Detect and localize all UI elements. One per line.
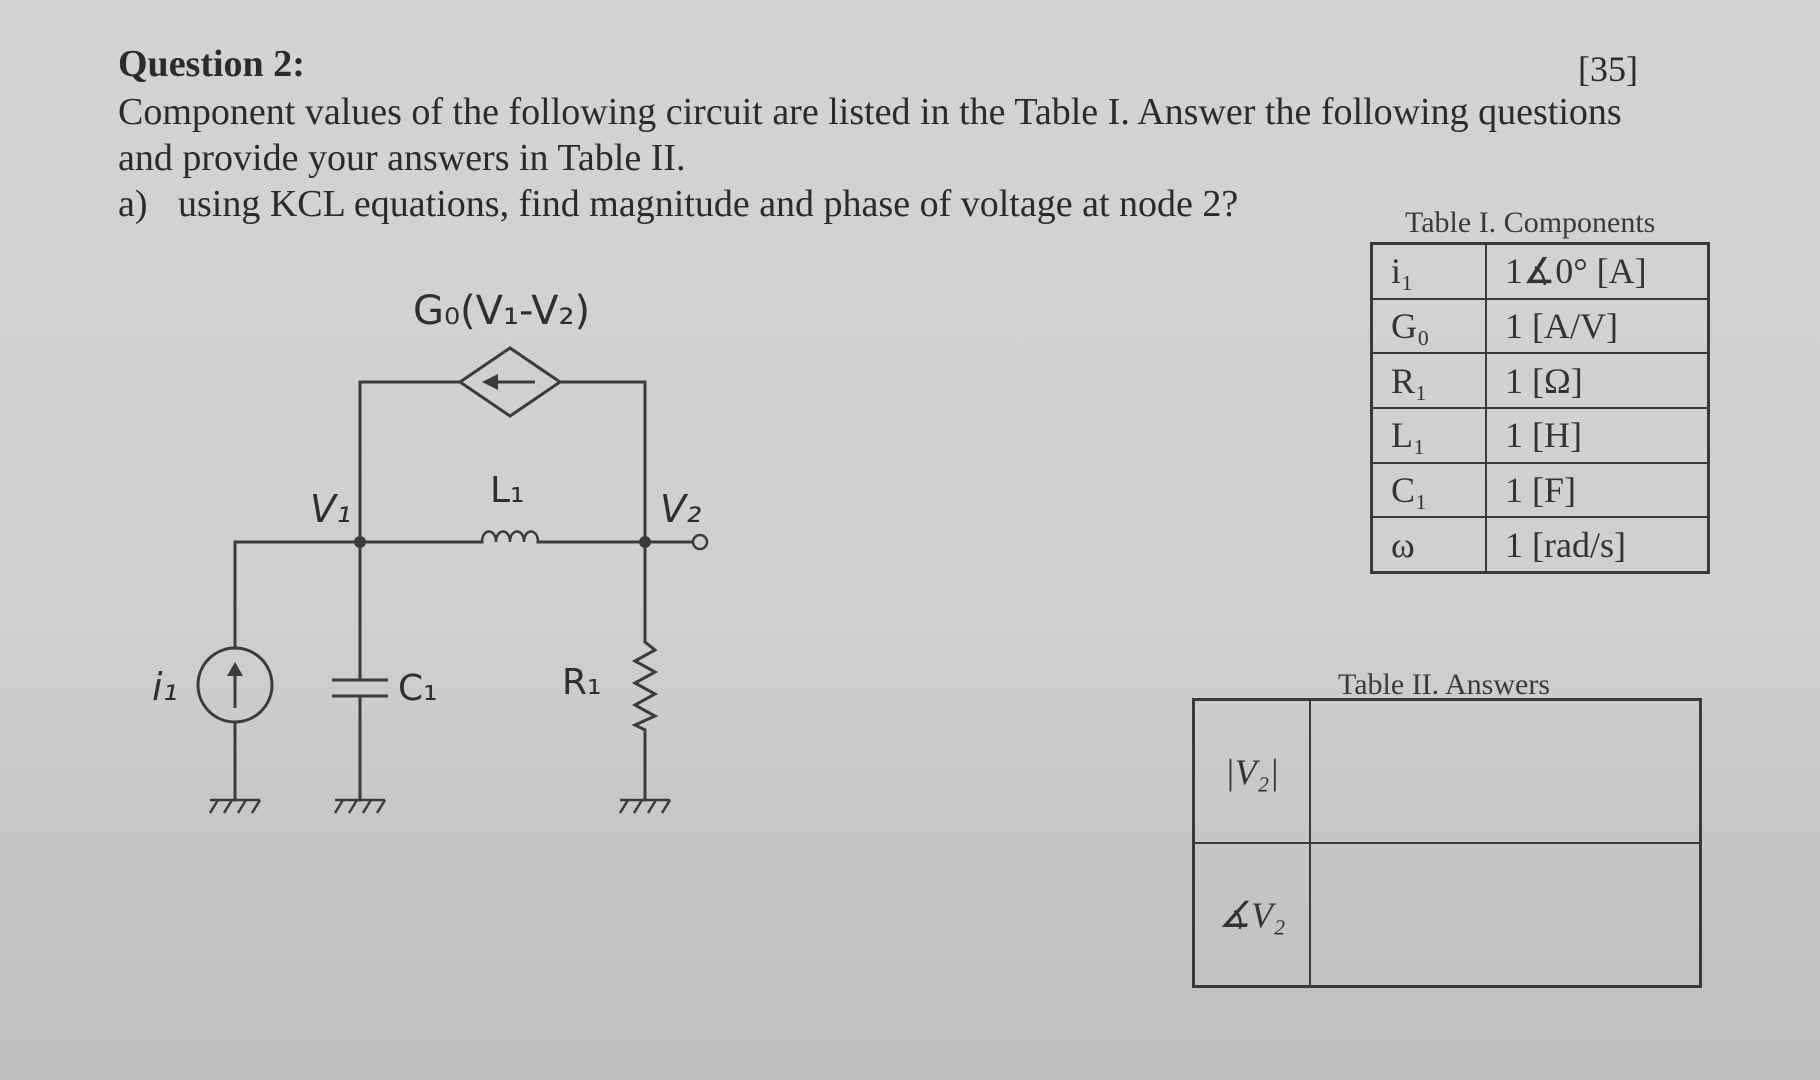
part-a-text: using KCL equations, find magnitude and … [178,183,1239,225]
resistor-label: R₁ [562,662,601,703]
table-1-caption: Table I. Components [1405,206,1656,239]
table-row: ∡V₂ [1192,842,1702,988]
table-1-symbol: C₁ [1370,461,1487,519]
table-1-symbol: L₁ [1370,406,1487,464]
table-2-caption: Table II. Answers [1338,668,1551,701]
node-2-label: V₂ [660,487,701,531]
question-title: Question 2: [118,43,305,85]
node-1-label: V₁ [310,487,351,531]
question-points: [35] [1578,49,1638,89]
inductor-symbol [480,530,540,543]
table-row: L₁ 1 [H] [1370,406,1710,464]
table-row: G₀ 1 [A/V] [1370,297,1710,355]
dependent-current-source [457,346,563,418]
table-1-symbol: G₀ [1370,297,1487,355]
table-1-value: 1 [rad/s] [1485,516,1710,574]
table-1-symbol: i₁ [1370,242,1487,300]
table-row: i₁ 1∡0° [A] [1370,242,1710,300]
ground-symbols [208,798,672,814]
answer-phase-cell[interactable] [1309,842,1702,988]
table-1-symbol: R₁ [1370,352,1487,409]
wire-top-right [558,380,647,544]
table-2-symbol: ∡V₂ [1192,842,1311,988]
output-terminal [691,533,709,551]
node-2-dot [639,536,651,548]
circuit-diagram: G₀(V₁-V₂) V₁ V₂ L₁ C₁ R₁ i₁ [152,288,709,814]
table-2-symbol: |V₂| [1192,698,1311,844]
answer-magnitude-cell[interactable] [1309,698,1702,844]
table-1-value: 1∡0° [A] [1485,242,1710,300]
current-source-symbol [196,646,274,724]
capacitor-label: C₁ [398,668,438,709]
resistor-symbol [631,640,659,732]
table-row: |V₂| [1192,698,1702,844]
table-1-value: 1 [A/V] [1485,297,1710,355]
table-1-value: 1 [H] [1485,406,1710,464]
inductor-label: L₁ [490,470,525,511]
source-label: i₁ [152,665,178,709]
wire-top-left [358,380,462,544]
table-1-value: 1 [F] [1485,461,1710,519]
node-1-dot [354,536,366,548]
table-1-value: 1 [Ω] [1485,352,1710,409]
part-a-label: a) [118,183,148,225]
table-1-symbol: ω [1370,516,1487,574]
table-row: C₁ 1 [F] [1370,461,1710,519]
capacitor-symbol [332,678,388,698]
components-table: i₁ 1∡0° [A] G₀ 1 [A/V] R₁ 1 [Ω] L₁ 1 [H]… [1370,242,1710,574]
dependent-source-label: G₀(V₁-V₂) [413,288,590,334]
question-line-2: and provide your answers in Table II. [118,137,686,179]
question-part-a: a) using KCL equations, find magnitude an… [118,182,1238,226]
table-row: R₁ 1 [Ω] [1370,352,1710,409]
answers-table: |V₂| ∡V₂ [1192,698,1702,988]
question-line-1: Component values of the following circui… [118,91,1622,133]
table-row: ω 1 [rad/s] [1370,516,1710,574]
